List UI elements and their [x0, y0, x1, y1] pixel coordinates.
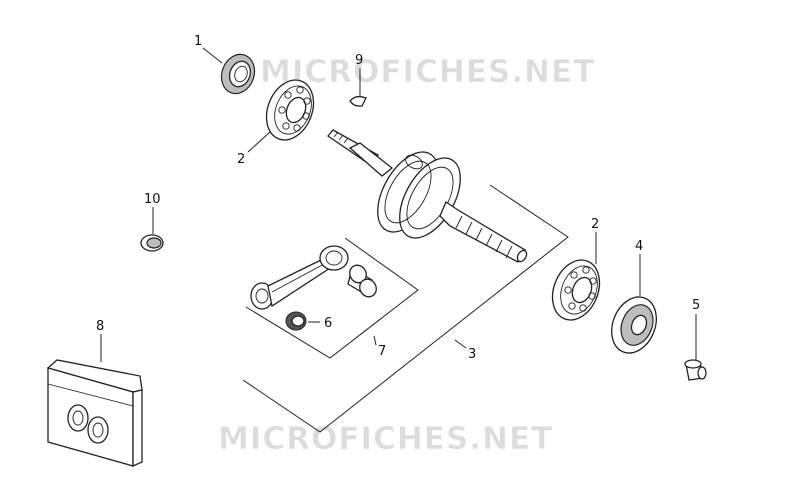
callout-9: 9	[355, 53, 363, 68]
crankshaft	[327, 129, 528, 263]
bush	[684, 359, 707, 381]
callout-2-right: 2	[591, 217, 599, 232]
crank-pin	[347, 264, 377, 298]
sealed-bearing	[611, 296, 657, 354]
woodruff-key	[349, 95, 367, 107]
callout-4: 4	[635, 239, 643, 254]
crankshaft-group-frame	[242, 184, 569, 433]
ball-bearing-right	[551, 259, 601, 321]
watermark-top: MICROFICHES.NET	[260, 54, 595, 90]
bearing-kit-bag	[46, 359, 143, 468]
callout-10: 10	[144, 192, 161, 207]
callout-7: 7	[378, 344, 386, 359]
connecting-rod	[250, 245, 349, 310]
ball-bearing-left	[265, 79, 315, 141]
needle-bearing	[285, 311, 307, 331]
oil-seal	[220, 53, 256, 95]
callout-3: 3	[468, 347, 476, 362]
callout-8: 8	[96, 319, 104, 334]
callout-6: 6	[324, 316, 332, 331]
connecting-rod-group-frame	[245, 237, 419, 359]
plug	[140, 234, 164, 252]
callout-2-left: 2	[237, 152, 245, 167]
watermark-bottom: MICROFICHES.NET	[218, 421, 553, 457]
callout-5: 5	[692, 298, 700, 313]
callout-1: 1	[194, 34, 202, 49]
